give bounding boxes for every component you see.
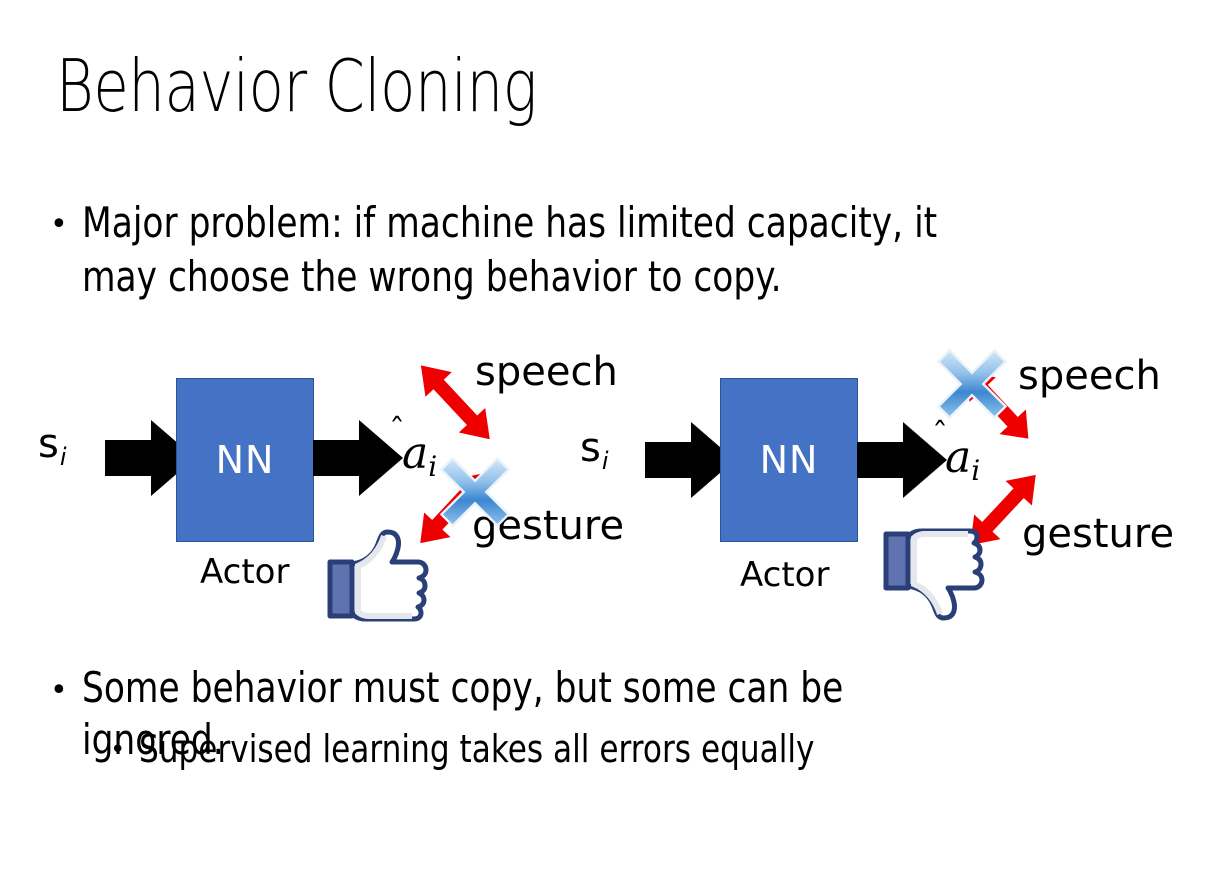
input-state-label-right: si bbox=[580, 425, 609, 475]
diagram-left: si NN Actor ̂ai bbox=[10, 340, 624, 640]
page-title: Behavior Cloning bbox=[56, 44, 537, 128]
bullet-some-behavior: • Some behavior must copy, but some can … bbox=[50, 662, 1180, 766]
block-arrow-in-right bbox=[645, 420, 735, 505]
red-arrow-gesture-right bbox=[958, 460, 1048, 565]
bullet-marker-icon: • bbox=[50, 673, 68, 708]
bullet-marker-icon: • bbox=[110, 735, 126, 765]
actor-caption-right: Actor bbox=[740, 555, 830, 595]
input-state-label-left: si bbox=[38, 421, 67, 471]
output-action-label-right: ̂ai bbox=[945, 432, 981, 488]
thumbs-up-icon bbox=[322, 528, 432, 628]
block-arrow-out-left bbox=[313, 418, 403, 503]
cross-out-x-icon-right bbox=[932, 344, 1012, 429]
branch-label-speech-left: speech bbox=[475, 349, 618, 395]
branch-label-gesture-right: gesture bbox=[1022, 511, 1175, 557]
nn-box-right: NN bbox=[720, 378, 858, 542]
nn-box-label-left: NN bbox=[215, 438, 275, 482]
nn-box-label-right: NN bbox=[759, 438, 819, 482]
bullet-major-problem-text: Major problem: if machine has limited ca… bbox=[81, 198, 937, 301]
bullet-supervised-learning-text: Supervised learning takes all errors equ… bbox=[139, 727, 815, 771]
bullet-major-problem: • Major problem: if machine has limited … bbox=[50, 196, 1170, 304]
output-action-label-left: ̂ai bbox=[402, 428, 438, 484]
actor-caption-left: Actor bbox=[200, 552, 290, 592]
bullet-marker-icon: • bbox=[50, 207, 68, 242]
diagram-right: si NN Actor ̂ai bbox=[560, 340, 1174, 640]
branch-label-speech-right: speech bbox=[1018, 353, 1161, 399]
nn-box-left: NN bbox=[176, 378, 314, 542]
bullet-supervised-learning: • Supervised learning takes all errors e… bbox=[110, 724, 1170, 774]
red-arrow-speech-left bbox=[410, 350, 500, 460]
cross-out-x-icon-left bbox=[435, 452, 515, 537]
thumbs-down-icon bbox=[878, 522, 988, 632]
bullet-some-behavior-text: Some behavior must copy, but some can be… bbox=[81, 663, 855, 764]
block-arrow-out-right bbox=[857, 420, 947, 505]
block-arrow-in-left bbox=[105, 418, 195, 503]
